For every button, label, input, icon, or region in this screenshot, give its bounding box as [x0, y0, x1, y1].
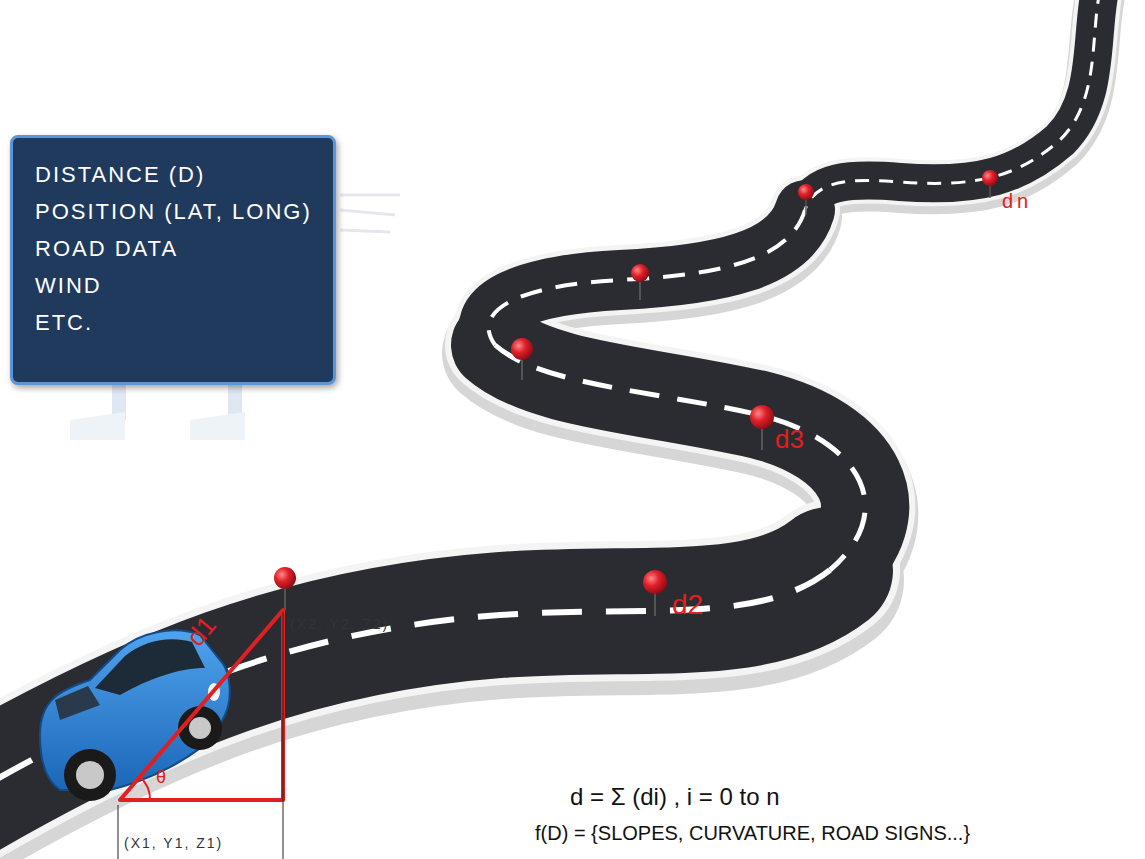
road-curb: [805, 0, 1100, 210]
lane-dash: [495, 345, 865, 570]
motion-line: [340, 210, 395, 215]
slope-triangle: [118, 610, 283, 859]
angle-arc: [140, 777, 150, 800]
sign-foot: [70, 412, 125, 440]
guide-line: [118, 805, 119, 859]
car-hub: [76, 761, 104, 789]
road-edge: [0, 0, 1100, 810]
lane-dashes: [0, 0, 1100, 800]
formula: d = Σ (di) , i = 0 to n: [570, 784, 780, 810]
motion-line: [340, 230, 390, 232]
coordinate-label: (X2, Y2, Z2): [290, 617, 389, 632]
lane-dash: [805, 0, 1100, 210]
map-pin: [511, 338, 533, 380]
car-window: [55, 686, 100, 720]
car-hub: [189, 717, 211, 739]
map-pin: [750, 405, 774, 450]
car-wheel: [64, 749, 116, 801]
distance-label: d2: [672, 590, 703, 621]
guide-line: [283, 612, 284, 859]
motion-line: [340, 194, 400, 197]
formula: f(D) = {SLOPES, CURVATURE, ROAD SIGNS...…: [535, 822, 970, 844]
map-pin: [798, 184, 814, 215]
angle-symbol: θ: [156, 768, 166, 788]
sign-text: DISTANCE (D): [35, 156, 315, 193]
road-curb: [0, 570, 830, 800]
map-pin: [631, 264, 649, 300]
road-info-sign: DISTANCE (D)POSITION (LAT, LONG)ROAD DAT…: [10, 135, 336, 385]
car-wheel: [178, 706, 222, 750]
sign-text: ETC.: [35, 304, 315, 341]
coordinate-label: (X1, Y1, Z1): [124, 836, 223, 851]
map-pin: [982, 170, 998, 198]
road: [0, 0, 1100, 800]
car: [40, 630, 230, 801]
map-pin: [643, 570, 667, 616]
distance-label: d3: [775, 425, 804, 454]
distance-label: dn: [1002, 190, 1032, 212]
map-pins: [274, 170, 998, 616]
sign-text: ROAD DATA: [35, 230, 315, 267]
lane-dash: [0, 570, 830, 800]
map-pin: [274, 567, 296, 610]
car-windshield: [95, 639, 205, 695]
road-far: [805, 0, 1100, 210]
distance-label: d1: [181, 611, 221, 652]
sign-foot: [190, 412, 245, 440]
sign-text: POSITION (LAT, LONG): [35, 193, 315, 230]
sign-text: WIND: [35, 267, 315, 304]
road-front: [0, 570, 830, 800]
triangle-outline: [120, 610, 283, 800]
lane-dash: [489, 210, 805, 345]
